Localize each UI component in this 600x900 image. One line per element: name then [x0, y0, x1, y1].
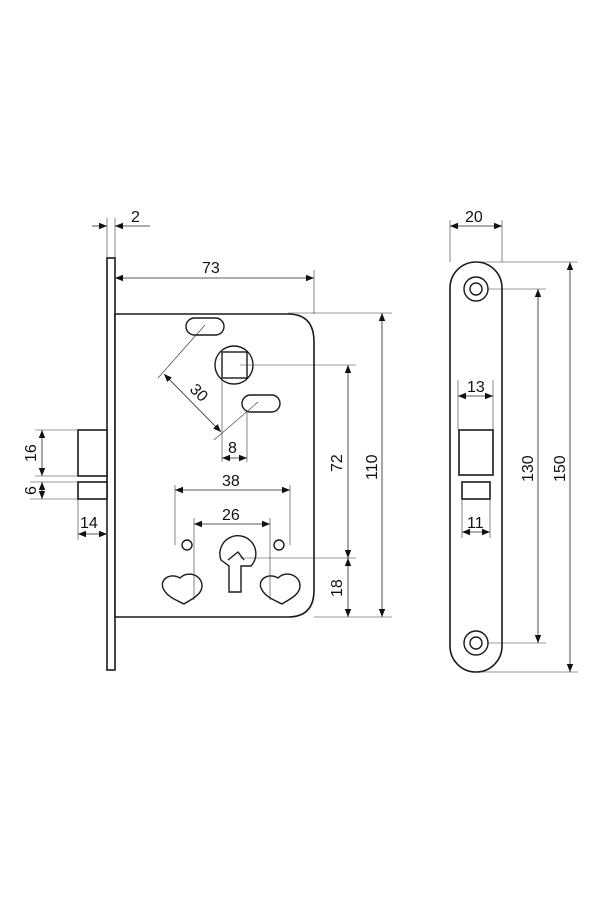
top-screw-inner: [469, 282, 483, 296]
cam-left: [161, 573, 203, 605]
key-hub: [219, 535, 257, 593]
label-20: 20: [465, 209, 483, 226]
middle-slot: [241, 394, 281, 413]
label-6: 6: [23, 486, 40, 495]
extension-lines: [30, 218, 578, 673]
label-26: 26: [222, 507, 240, 524]
dead-bolt: [77, 481, 108, 500]
label-16: 16: [23, 444, 40, 462]
bolt-opening: [461, 481, 491, 500]
lock-case: [114, 313, 315, 618]
label-130: 130: [520, 455, 537, 482]
label-11: 11: [467, 515, 484, 532]
label-73: 73: [202, 260, 220, 277]
dimension-lines: [38, 222, 574, 672]
faceplate: [106, 257, 116, 671]
label-14: 14: [80, 515, 98, 532]
latch-bolt: [77, 429, 108, 477]
key-notch: [227, 551, 245, 561]
dim-line-30: [163, 373, 222, 433]
label-8: 8: [228, 440, 237, 457]
label-110: 110: [364, 454, 381, 480]
label-18: 18: [329, 579, 346, 597]
screw-hole-left: [181, 539, 193, 551]
cam-right: [259, 573, 301, 605]
label-150: 150: [552, 455, 569, 482]
label-13: 13: [467, 379, 485, 396]
label-72: 72: [329, 454, 346, 472]
bottom-screw-inner: [469, 636, 483, 650]
top-slot: [185, 317, 225, 336]
label-2: 2: [131, 209, 140, 226]
lock-body-view: [77, 257, 315, 671]
label-38: 38: [222, 473, 240, 490]
screw-hole-right: [273, 539, 285, 551]
strike-plate-view: [449, 261, 503, 673]
dimension-labels: 2 73 30 8 72 110 18 16 6 14 38 26 20 13 …: [23, 209, 569, 597]
latch-opening: [458, 429, 494, 476]
